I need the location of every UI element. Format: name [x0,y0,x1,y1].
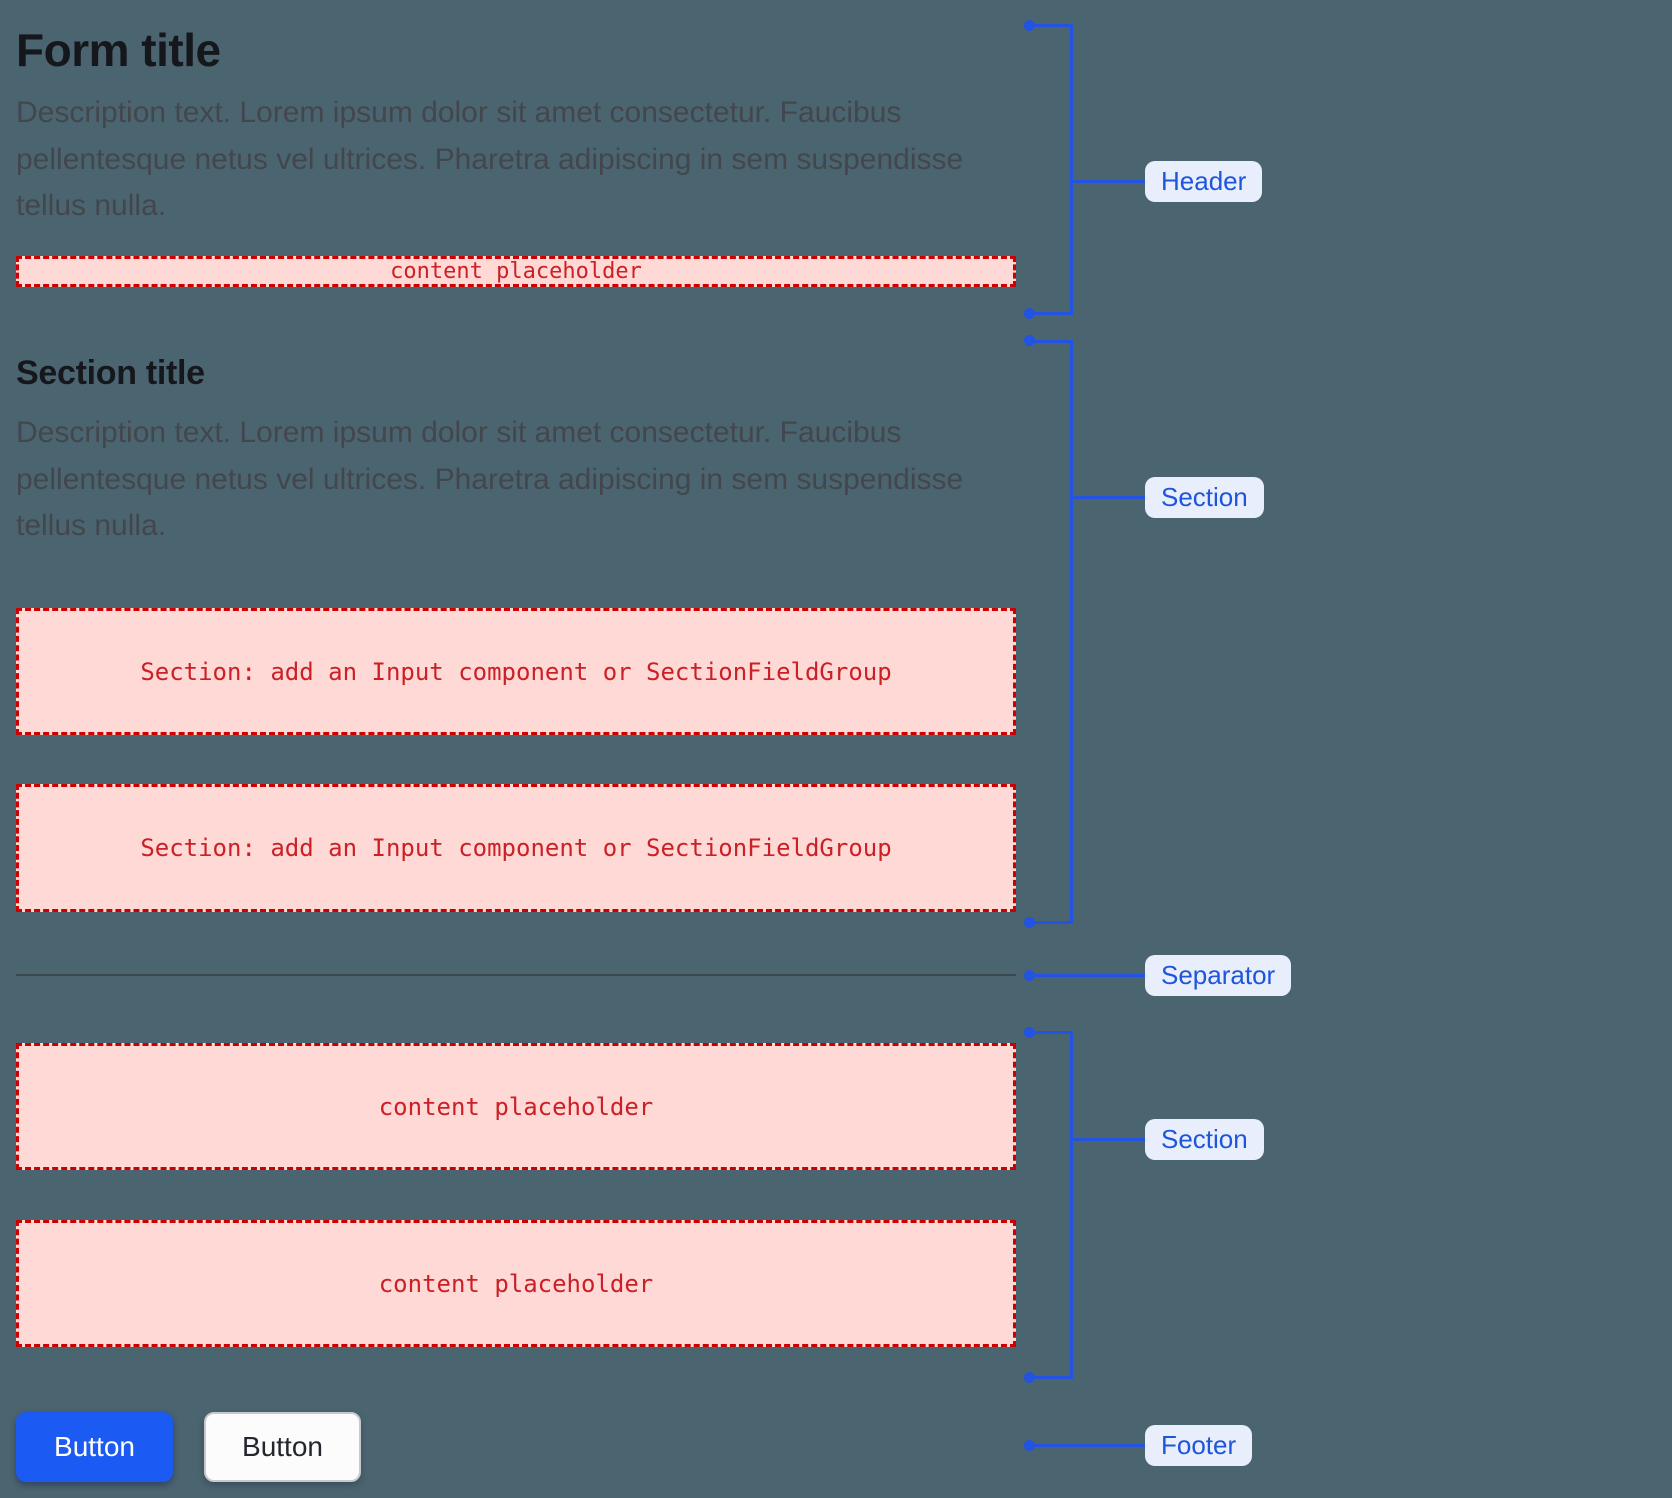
form-description: Description text. Lorem ipsum dolor sit … [16,96,964,222]
annotation-dot [1024,1372,1035,1383]
section-input-placeholder-1: Section: add an Input component or Secti… [16,608,1016,735]
header-content-placeholder: content placeholder [16,256,1016,287]
content-placeholder-2-label: content placeholder [378,1269,654,1298]
annotation-connector-line [1029,1444,1145,1447]
section2-label-chip: Section [1145,1119,1264,1160]
annotation-bracket-stub [1029,1376,1072,1379]
content-placeholder-1: content placeholder [16,1043,1016,1170]
annotation-bracket-line [1070,340,1073,924]
section-title: Section title [16,354,205,392]
content-placeholder-1-label: content placeholder [378,1092,654,1121]
content-placeholder-2: content placeholder [16,1220,1016,1347]
annotation-bracket-stub [1029,921,1072,924]
separator-label-chip: Separator [1145,955,1292,996]
header-label-chip: Header [1145,161,1263,202]
annotation-bracket-line [1070,1031,1073,1379]
section-description: Description text. Lorem ipsum dolor sit … [16,416,964,542]
section-label: Section [1161,482,1248,512]
annotation-bracket-stub [1029,24,1072,27]
section2-label: Section [1161,1124,1248,1154]
annotation-connector-line [1073,180,1145,183]
primary-button[interactable]: Button [16,1412,173,1482]
section-input-placeholder-1-label: Section: add an Input component or Secti… [140,657,892,686]
annotation-bracket-stub [1029,1031,1072,1034]
section-input-placeholder-2-label: Section: add an Input component or Secti… [140,834,892,862]
footer-label: Footer [1161,1430,1237,1460]
header-content-placeholder-label: content placeholder [390,259,642,284]
annotation-dot [1024,917,1035,928]
annotation-connector-line [1073,1138,1145,1141]
separator-label: Separator [1161,960,1276,990]
annotation-connector-line [1073,496,1145,499]
annotation-bracket-line [1070,24,1073,315]
form-title: Form title [16,24,221,76]
footer-label-chip: Footer [1145,1425,1253,1466]
section-input-placeholder-2: Section: add an Input component or Secti… [16,784,1016,912]
section-label-chip: Section [1145,477,1264,518]
header-label: Header [1161,166,1247,196]
annotation-bracket-stub [1029,312,1072,315]
secondary-button[interactable]: Button [204,1412,361,1482]
annotation-dot [1024,308,1035,319]
separator-line [16,974,1016,976]
annotation-connector-line [1029,974,1145,977]
annotation-bracket-stub [1029,340,1072,343]
